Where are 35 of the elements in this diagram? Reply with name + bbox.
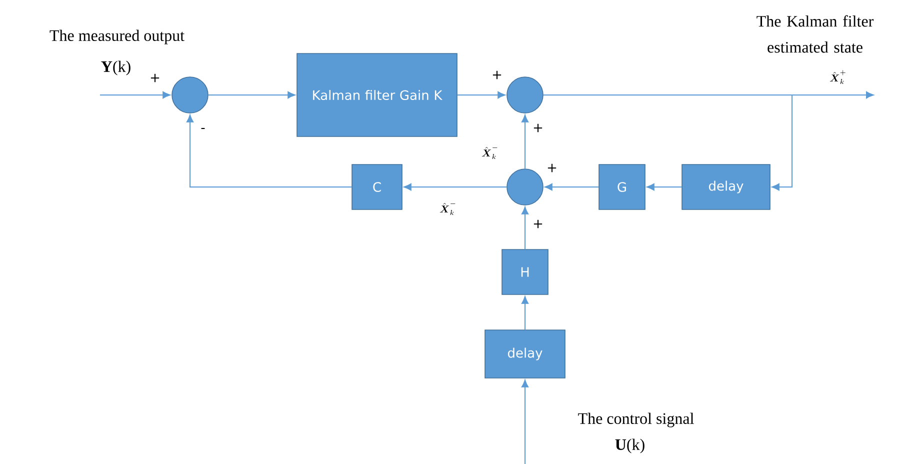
process-box: G [598,164,646,210]
signal-label: The Kalman filter estimated state [756,15,874,53]
summing-junction [506,76,544,114]
arrow [521,296,529,330]
signal-label: The control signal [578,412,694,428]
process-box: H [502,249,548,295]
summing-junction [172,76,208,114]
arrow [100,91,170,99]
sign-label: + [150,74,160,82]
arrow [521,114,529,170]
process-box: C [352,164,402,210]
summing-junction [506,168,544,206]
arrow [544,183,600,191]
arrow [208,91,296,99]
process-box: Kalman filter Gain K [296,53,458,137]
signal-label: U(k) [615,438,644,454]
sign-label: + [534,220,542,228]
arrow [404,183,508,191]
arrow [521,380,529,464]
sign-label: + [534,124,542,132]
arrow [521,206,529,250]
edge-label: $\hat{\boldsymbol{X}}_k^-$ [438,200,458,216]
arrow [646,183,682,191]
signal-label: $\hat{\boldsymbol{X}}_k^+$ [830,70,846,84]
sign-label: + [492,70,502,80]
signal-label: Y(k) [101,60,130,76]
arrow [456,91,506,99]
process-box: delay [682,164,770,210]
sign-label: - [201,128,205,129]
arrow [542,94,792,191]
process-box: delay [484,330,566,378]
edge-label: $\hat{\boldsymbol{X}}_k^-$ [480,144,500,160]
sign-label: + [548,164,556,172]
arrow [186,114,352,188]
signal-label: The measured output [50,30,184,44]
